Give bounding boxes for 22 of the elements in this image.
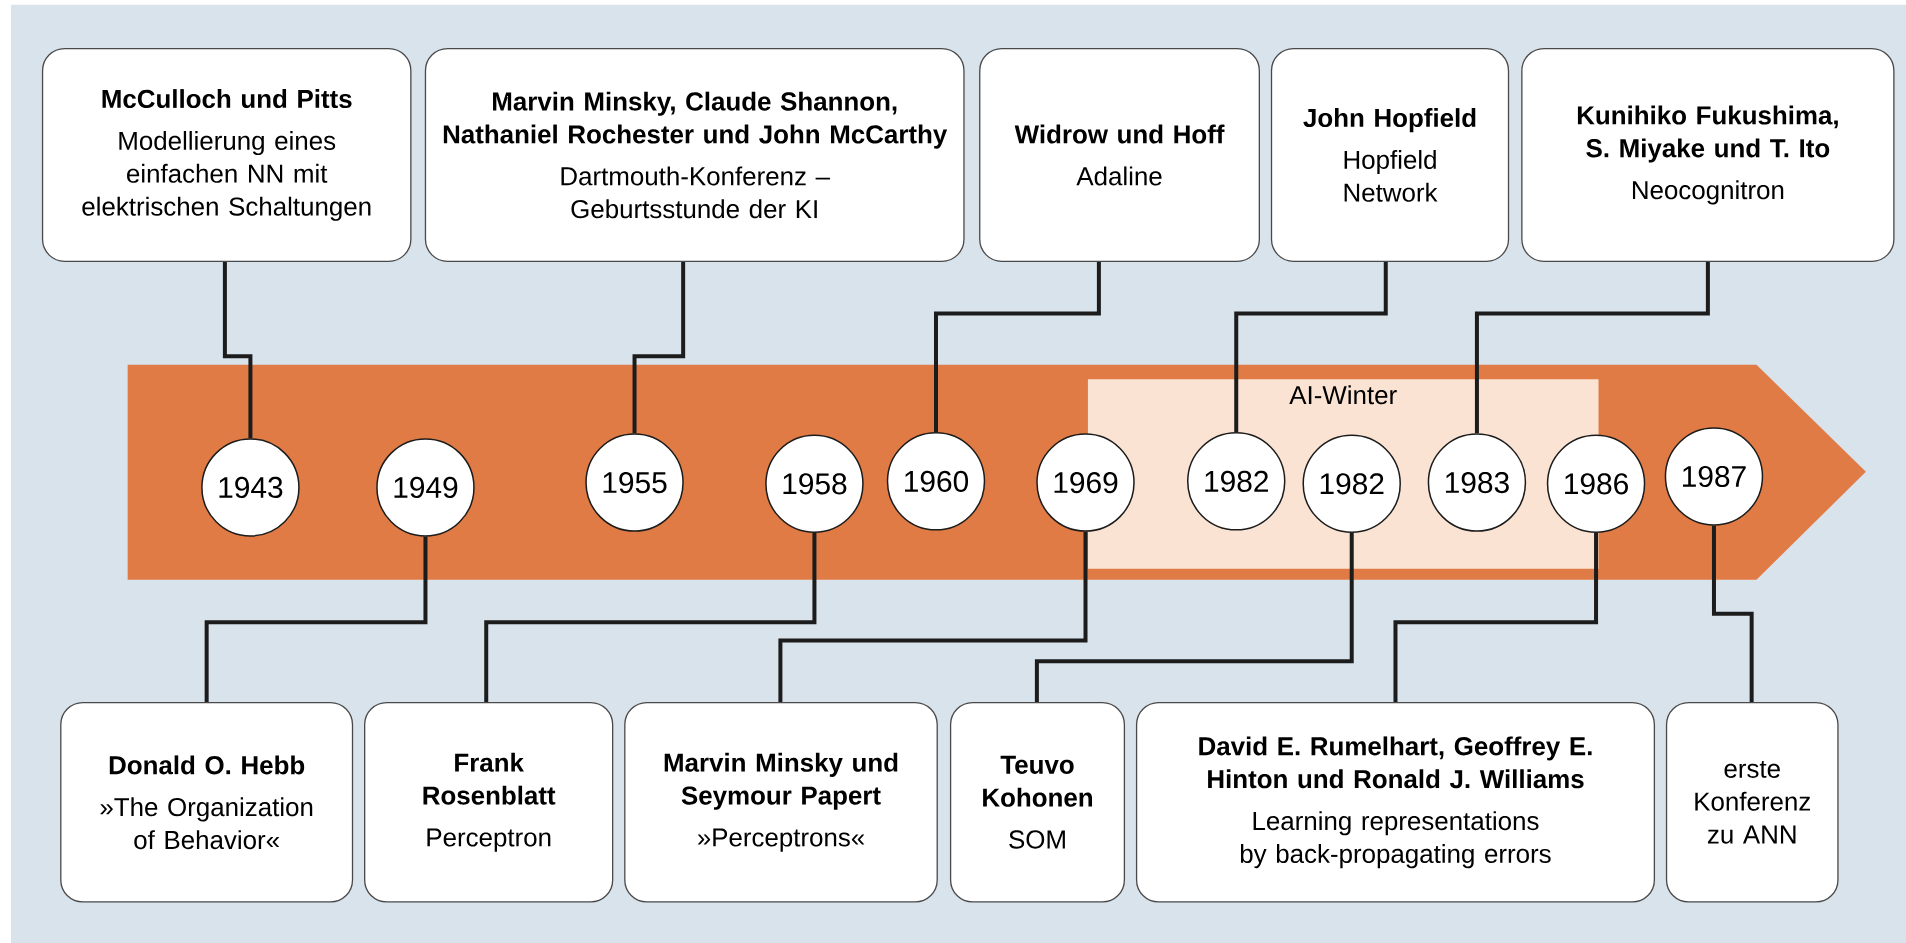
connector-line [1474, 261, 1710, 434]
connector-line [778, 531, 1088, 702]
connector-line [1034, 532, 1354, 702]
event-box: David E. Rumelhart, Geoffrey E. Hinton und Ronald J. Williams Learning representations by back-propagating errors [1135, 701, 1656, 903]
connector-line [934, 261, 1101, 432]
connector-line [632, 261, 686, 434]
connector-line [1234, 261, 1388, 432]
connector-line [222, 261, 253, 439]
event-box: Kunihiko Fukushima, S. Miyake und T. Ito Neocognitron [1521, 47, 1895, 262]
event-box: Donald O. Hebb »The Organization of Behavior« [60, 701, 354, 903]
event-box: Teuvo Kohonen SOM [949, 701, 1126, 903]
event-box: erste Konferenz zu ANN [1665, 701, 1839, 903]
event-box: Marvin Minsky und Seymour Papert »Perceptrons« [624, 701, 938, 903]
event-box: Marvin Minsky, Claude Shannon, Nathaniel Rochester und John McCarthy Dartmouth-Konferenz – Geburtsstunde der KI [424, 47, 965, 262]
connector-line [1711, 525, 1754, 702]
event-box: Frank Rosenblatt Perceptron [364, 701, 614, 903]
event-box: Widrow und Hoff Adaline [979, 47, 1260, 262]
connector-line [484, 532, 817, 702]
event-box: John Hopfield Hopfield Network [1270, 47, 1510, 262]
event-box: McCulloch und Pitts Modellierung eines einfachen NN mit elektrischen Schaltungen [41, 47, 412, 262]
connector-line [1393, 532, 1599, 702]
connector-line [204, 536, 428, 702]
